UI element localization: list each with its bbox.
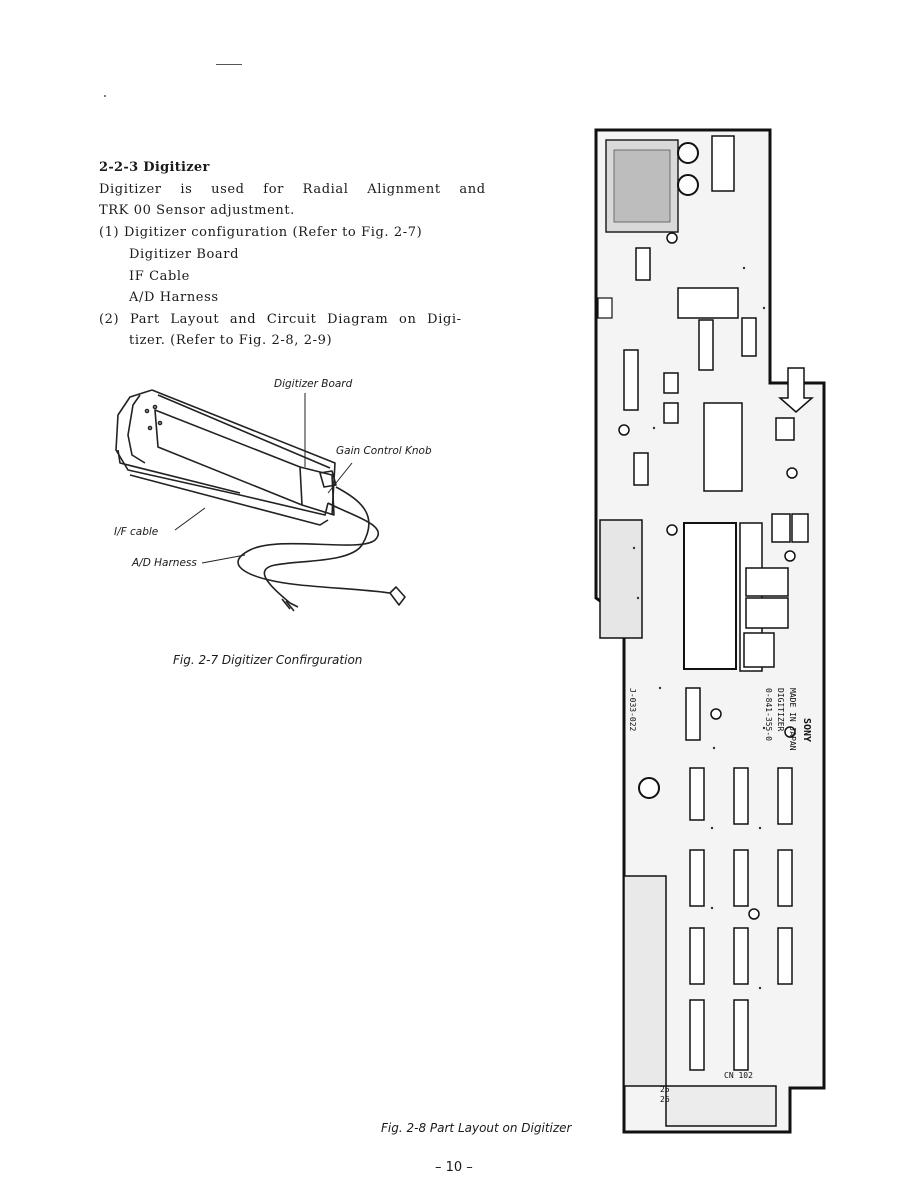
frame-outline xyxy=(115,389,329,516)
ic-large-upper xyxy=(703,402,743,492)
ad-harness xyxy=(263,486,370,604)
pin-label-25: 25 xyxy=(660,1085,670,1094)
item-1: (1) Digitizer configuration (Refer to Fi… xyxy=(99,225,423,240)
trimmer-2 xyxy=(677,174,699,196)
connector-panel xyxy=(599,519,643,639)
intro-line-1: Digitizer is used for Radial Alignment a… xyxy=(99,182,486,197)
item-2-line-2: tizer. (Refer to Fig. 2-8, 2-9) xyxy=(129,333,333,348)
board-brand: SONY xyxy=(801,718,812,742)
trimmer-1 xyxy=(677,142,699,164)
rv2-block xyxy=(677,287,739,319)
board-made-in: MADE IN JAPAN xyxy=(788,688,797,751)
sub-item-board: Digitizer Board xyxy=(129,247,239,262)
label-gain-control-knob: Gain Control Knob xyxy=(336,445,432,457)
top-rule xyxy=(216,64,242,65)
leader-if-cable xyxy=(174,507,206,531)
speck xyxy=(104,95,106,97)
ic-big xyxy=(683,522,737,670)
intro-line-2: TRK 00 Sensor adjustment. xyxy=(99,203,295,218)
board-connector-label: CN 102 xyxy=(724,1071,753,1080)
gain-control-knob xyxy=(319,470,337,488)
if-cable-connector xyxy=(389,586,406,606)
board-top-inner xyxy=(157,394,331,469)
board-end-block xyxy=(299,466,335,516)
pcb-part-layout: SONY MADE IN JAPAN DIGITIZER 0-841-355-0… xyxy=(594,128,826,1134)
direction-arrow xyxy=(778,367,814,413)
cn102-connector xyxy=(623,875,667,1087)
board-name: DIGITIZER xyxy=(776,688,785,732)
board-side-code: J-033-022 xyxy=(628,688,637,732)
label-if-cable: I/F cable xyxy=(114,526,159,538)
page-number: – 10 – xyxy=(435,1160,473,1175)
pin-label-26: 26 xyxy=(660,1095,670,1104)
board-part-no: 0-841-355-0 xyxy=(764,688,773,741)
leader-harness xyxy=(201,554,246,564)
figure-2-7-caption: Fig. 2-7 Digitizer Confirguration xyxy=(173,653,363,667)
item-2-line-1: (2) Part Layout and Circuit Diagram on D… xyxy=(99,312,462,327)
frame-inner-curve xyxy=(127,394,146,464)
section-title: 2-2-3 Digitizer xyxy=(99,160,210,175)
sub-item-harness: A/D Harness xyxy=(129,290,219,305)
digitizer-configuration-drawing xyxy=(115,389,406,612)
leader-knob xyxy=(327,462,353,494)
sub-item-if-cable: IF Cable xyxy=(129,269,190,284)
if-cable xyxy=(237,502,391,594)
harness-leads xyxy=(281,598,299,612)
figure-2-8-caption: Fig. 2-8 Part Layout on Digitizer xyxy=(381,1121,572,1135)
label-digitizer-board: Digitizer Board xyxy=(274,378,353,390)
label-ad-harness: A/D Harness xyxy=(132,557,197,569)
